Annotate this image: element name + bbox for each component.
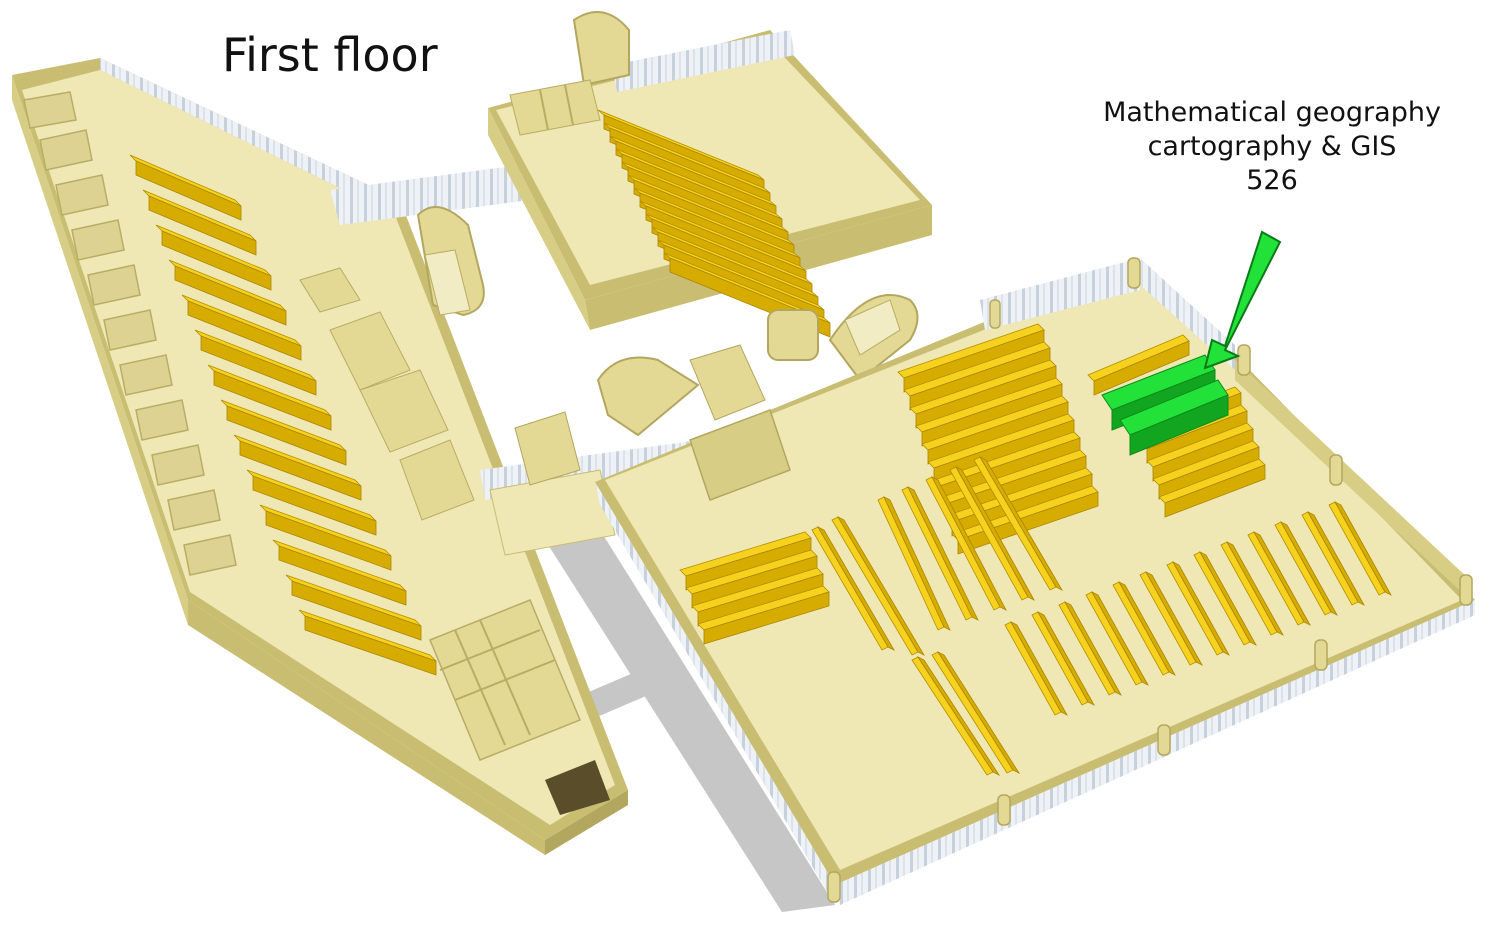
shelf-side bbox=[883, 496, 951, 631]
shelf-side bbox=[1145, 571, 1203, 666]
stairwell-right bbox=[828, 294, 919, 382]
shelf-side bbox=[226, 405, 347, 466]
shelf-side bbox=[304, 615, 437, 676]
stairwell-left bbox=[416, 206, 485, 317]
shelf-side bbox=[1164, 464, 1266, 518]
shelf-side bbox=[1118, 581, 1176, 676]
shelf-side bbox=[1226, 541, 1284, 636]
shelf-side bbox=[978, 456, 1064, 591]
shelf-side bbox=[187, 300, 302, 361]
shelf-side bbox=[1010, 621, 1068, 716]
shelf-side bbox=[200, 335, 317, 396]
shelf-side bbox=[213, 370, 332, 431]
highlighted-shelf-526[interactable] bbox=[1101, 354, 1229, 456]
callout-number: 526 bbox=[1246, 165, 1298, 196]
shelf-side bbox=[1253, 531, 1311, 626]
shelf-side bbox=[931, 476, 1007, 611]
callout-subject-line1: Mathematical geography bbox=[1103, 97, 1441, 128]
shelf-side bbox=[816, 526, 896, 651]
shelf-side bbox=[1091, 591, 1149, 686]
shelf-side bbox=[135, 160, 242, 221]
floor-title: First floor bbox=[222, 28, 438, 82]
callout-arrow bbox=[1203, 230, 1282, 370]
top-building-shelves bbox=[597, 109, 831, 338]
shelf-side bbox=[1334, 501, 1392, 596]
shelf-side bbox=[239, 440, 362, 501]
shelf-side bbox=[936, 650, 1021, 775]
ground-shadow bbox=[545, 522, 835, 912]
shelf-side bbox=[1307, 511, 1365, 606]
shelf-side bbox=[252, 475, 377, 536]
main-hall bbox=[514, 258, 1475, 905]
shelf-side bbox=[1037, 611, 1095, 706]
shelf-side bbox=[1280, 521, 1338, 616]
pillars bbox=[827, 257, 1473, 903]
collection-callout: Mathematical geography cartography & GIS… bbox=[1062, 96, 1482, 198]
shelf-side bbox=[265, 510, 392, 571]
top-building bbox=[488, 11, 932, 330]
shelf-side bbox=[1093, 340, 1190, 396]
shelf-side bbox=[148, 195, 257, 256]
callout-subject-line2: cartography & GIS bbox=[1147, 131, 1397, 162]
shelf-side bbox=[703, 591, 830, 645]
shelf-side bbox=[916, 655, 1001, 777]
shelf-side bbox=[161, 230, 272, 291]
shelf-side bbox=[1172, 561, 1230, 656]
shelf-side bbox=[174, 265, 287, 326]
shelf-side bbox=[836, 516, 926, 656]
shelf-side bbox=[1199, 551, 1257, 646]
shelf-side bbox=[278, 545, 407, 606]
shelf-side bbox=[291, 580, 422, 641]
glass-corridors bbox=[330, 165, 705, 556]
shelf-side bbox=[955, 466, 1035, 601]
shelf-side bbox=[907, 486, 979, 621]
shelf-side bbox=[1064, 601, 1122, 696]
left-wing-shelves bbox=[129, 154, 437, 676]
